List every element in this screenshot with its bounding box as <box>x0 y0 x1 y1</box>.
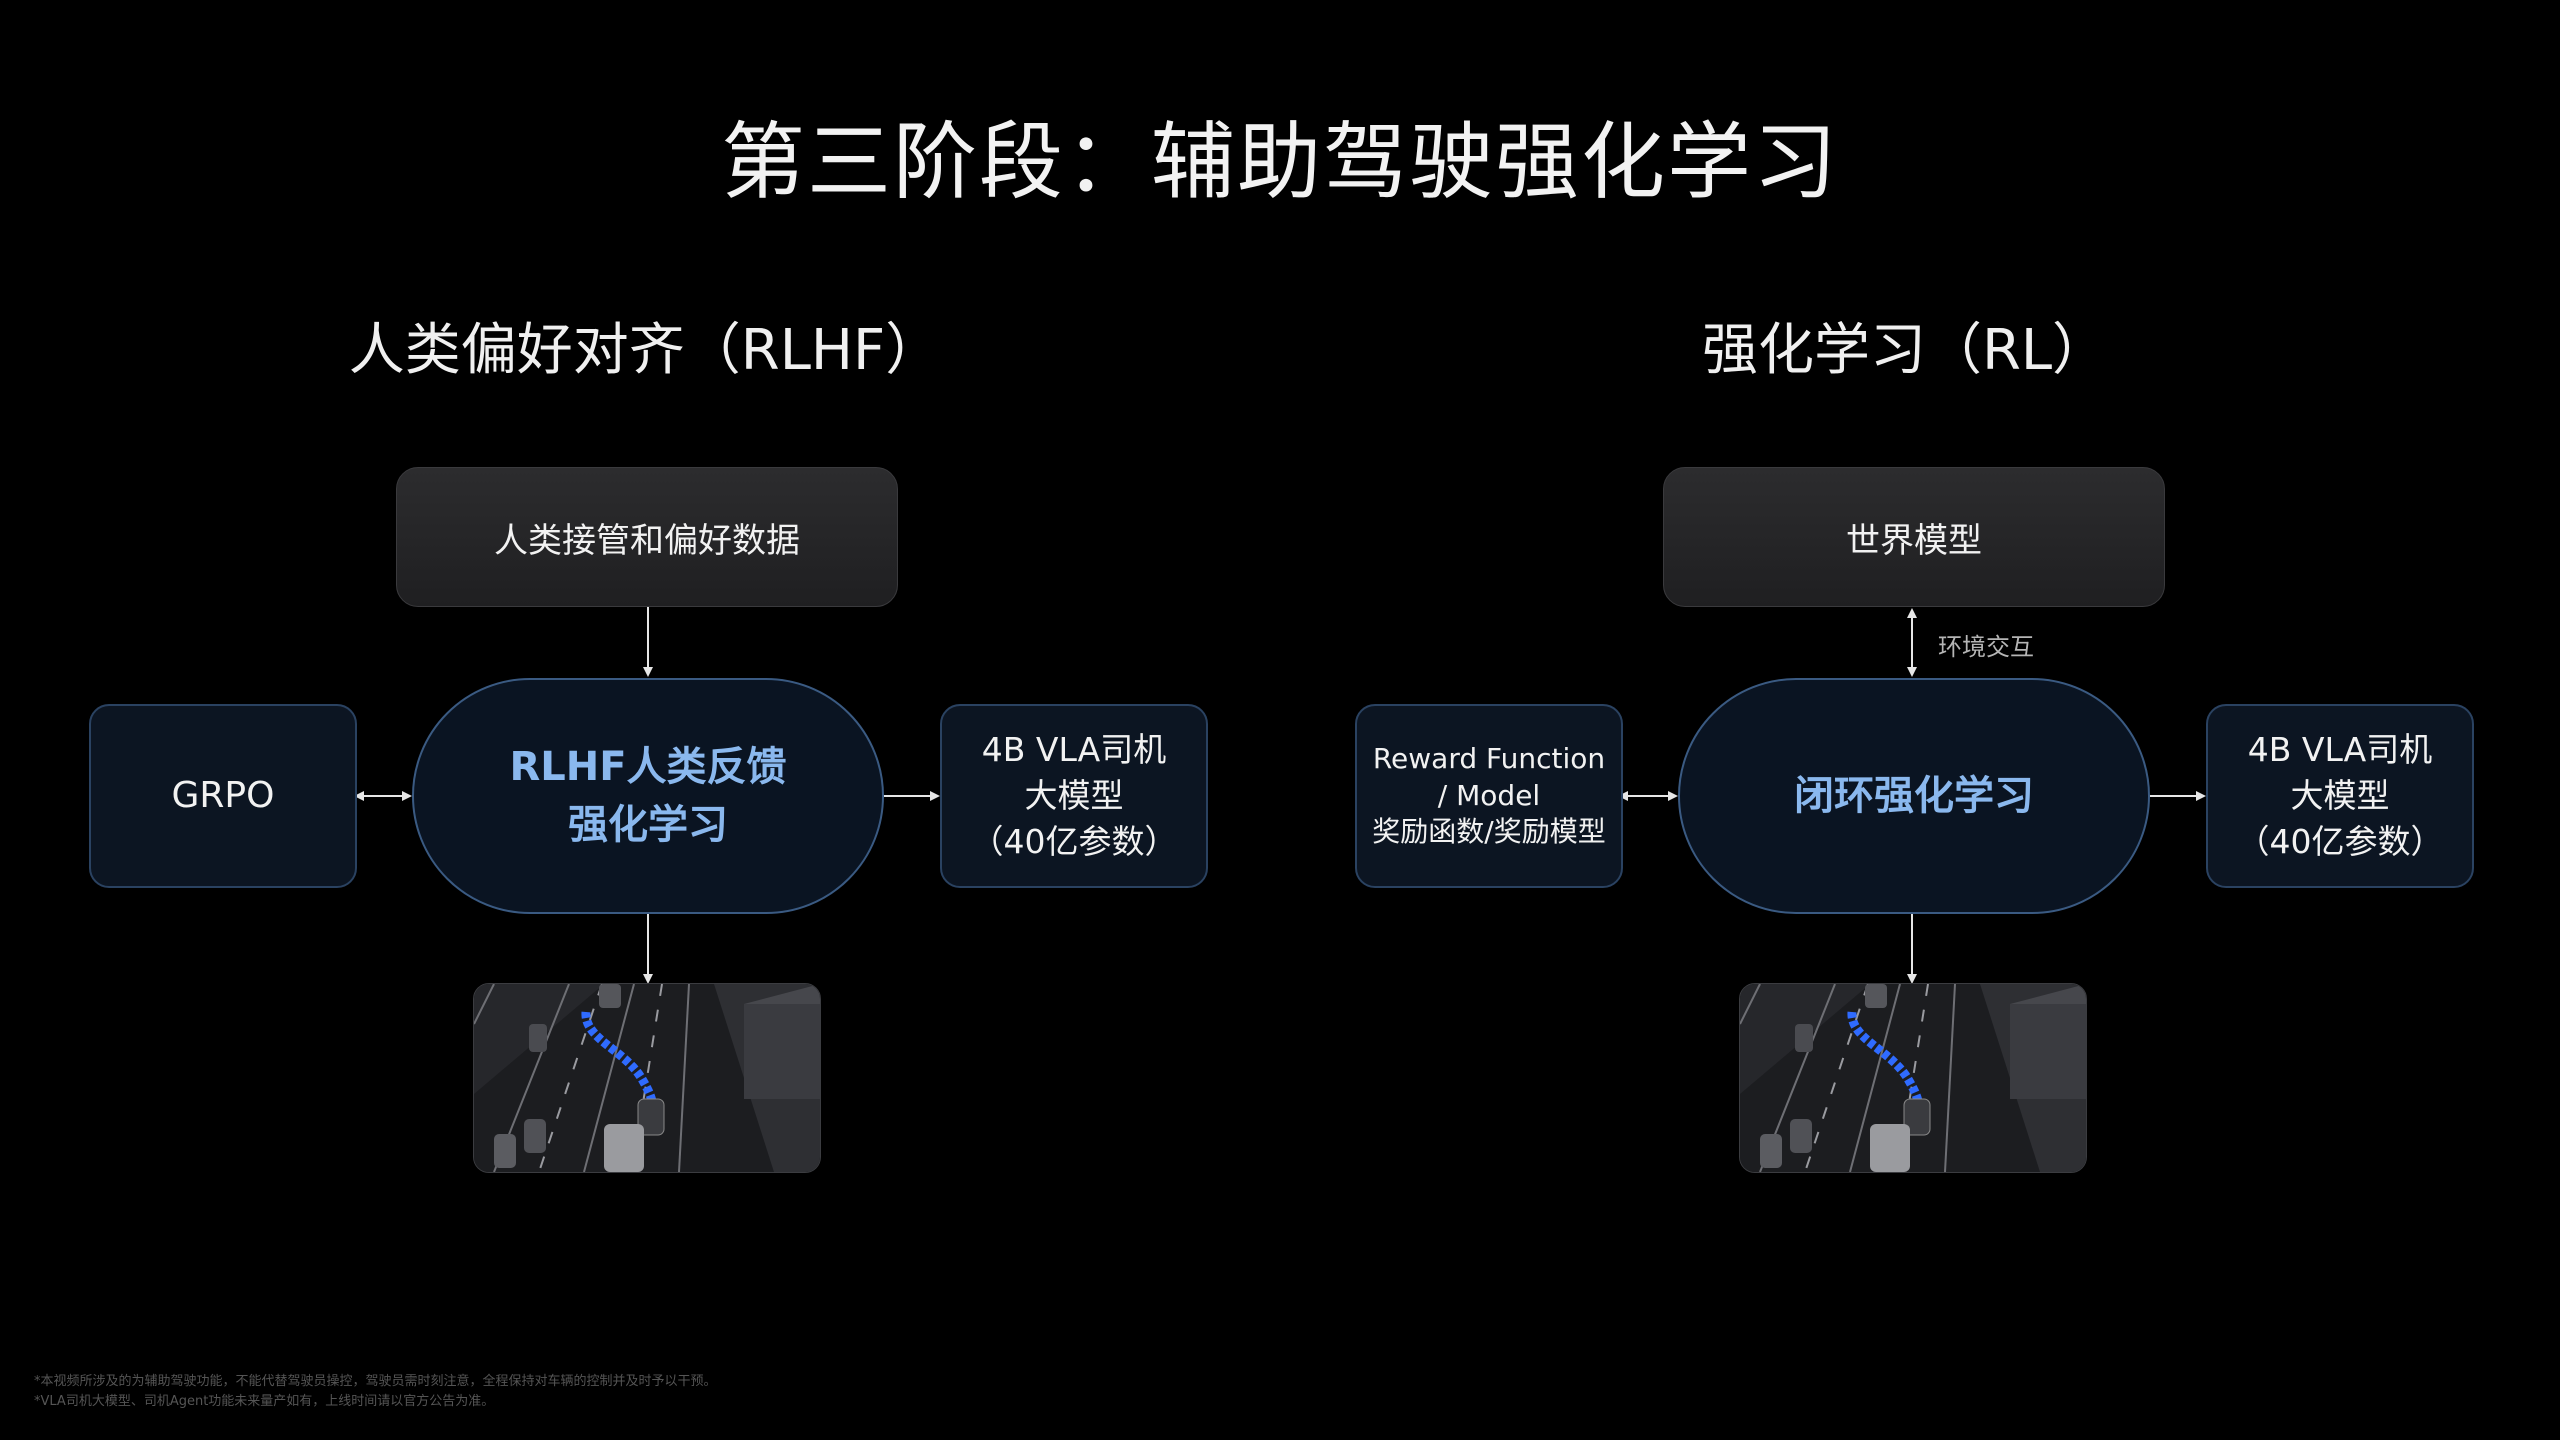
vla-model-box-left: 4B VLA司机 大模型 （40亿参数） <box>940 704 1208 888</box>
vla-model-left-line1: 4B VLA司机 <box>981 729 1167 769</box>
grpo-box: GRPO <box>89 704 357 888</box>
driving-scene-left <box>473 983 821 1173</box>
closed-loop-rl-node: 闭环强化学习 <box>1678 678 2150 914</box>
vla-model-left-line3: （40亿参数） <box>970 822 1178 862</box>
rlhf-node-line1: RLHF人类反馈 <box>509 744 787 790</box>
footnotes: *本视频所涉及的为辅助驾驶功能，不能代替驾驶员操控，驾驶员需时刻注意，全程保持对… <box>34 1372 1234 1412</box>
rlhf-node-line2: 强化学习 <box>568 802 728 848</box>
vla-model-box-right: 4B VLA司机 大模型 （40亿参数） <box>2206 704 2474 888</box>
vla-model-left-line2: 大模型 <box>1024 775 1124 815</box>
footnote-2: *VLA司机大模型、司机Agent功能未来量产如有，上线时间请以官方公告为准。 <box>34 1394 495 1410</box>
rl-section-heading: 强化学习（RL） <box>1701 318 2109 383</box>
reward-function-box: Reward Function / Model 奖励函数/奖励模型 <box>1355 704 1623 888</box>
driving-scene-right <box>1739 983 2087 1173</box>
vla-model-right-line2: 大模型 <box>2290 775 2390 815</box>
vla-model-right-line1: 4B VLA司机 <box>2247 729 2433 769</box>
world-model-label: 世界模型 <box>1846 520 1982 561</box>
reward-line3: 奖励函数/奖励模型 <box>1372 815 1606 849</box>
rlhf-section-heading: 人类偏好对齐（RLHF） <box>348 318 942 383</box>
grpo-label: GRPO <box>171 774 275 816</box>
reward-line1: Reward Function <box>1372 742 1606 776</box>
human-takeover-data-label: 人类接管和偏好数据 <box>494 520 800 561</box>
world-model-box: 世界模型 <box>1663 467 2165 607</box>
driving-scene-illustration <box>474 984 820 1172</box>
vla-model-right-line3: （40亿参数） <box>2236 822 2444 862</box>
rlhf-node: RLHF人类反馈 强化学习 <box>412 678 884 914</box>
planned-trajectory <box>1847 1011 1924 1115</box>
page-title: 第三阶段：辅助驾驶强化学习 <box>720 113 1839 211</box>
driving-scene-illustration <box>1740 984 2086 1172</box>
environment-interaction-label: 环境交互 <box>1938 633 2034 661</box>
reward-line2: / Model <box>1437 778 1541 812</box>
closed-loop-rl-label: 闭环强化学习 <box>1794 773 2034 819</box>
planned-trajectory <box>581 1011 658 1115</box>
footnote-1: *本视频所涉及的为辅助驾驶功能，不能代替驾驶员操控，驾驶员需时刻注意，全程保持对… <box>34 1374 717 1389</box>
human-takeover-data-box: 人类接管和偏好数据 <box>396 467 898 607</box>
